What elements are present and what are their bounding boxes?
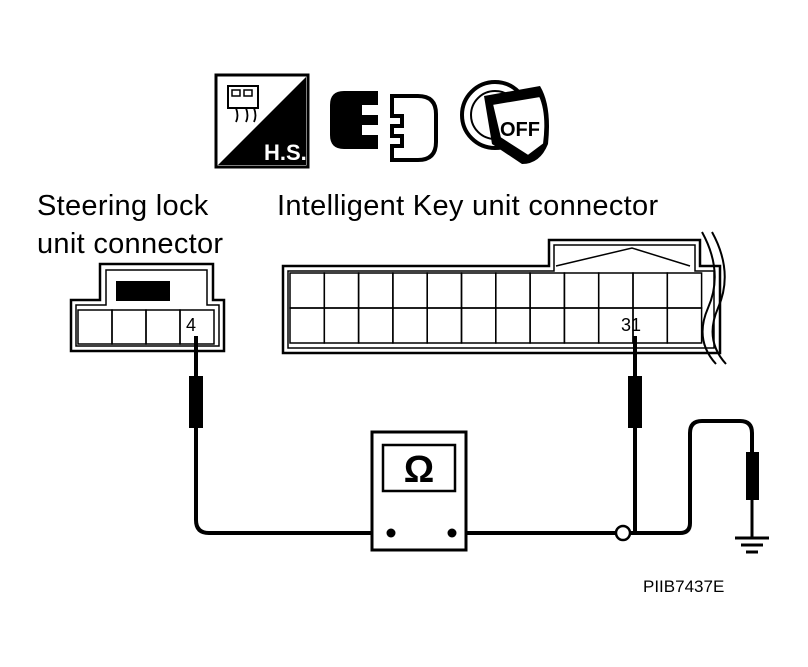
intelligent-key-connector (281, 231, 727, 365)
ignition-off-icon: OFF (460, 80, 549, 164)
steering-pin-number: 4 (186, 315, 197, 335)
steering-lock-label-line1: Steering lock (37, 190, 209, 222)
steering-lock-connector (69, 262, 226, 353)
meter-terminal-right (447, 528, 457, 538)
connector-cavity (666, 307, 703, 344)
off-key-text: OFF (500, 119, 540, 141)
meter-terminal-left (386, 528, 396, 538)
probe-tips (189, 376, 759, 542)
probe-wires (194, 336, 754, 535)
ground-icon (735, 500, 769, 554)
harness-side-icon: H.S. (214, 73, 310, 169)
disconnect-connector-icon (330, 91, 438, 162)
hs-badge-text: H.S. (264, 140, 307, 165)
intelligent-key-label: Intelligent Key unit connector (277, 190, 659, 222)
steering-lock-label-line2: unit connector (37, 228, 224, 260)
key-pin-number: 31 (621, 315, 642, 335)
figure-code: PIIB7437E (643, 577, 725, 596)
ohm-symbol: Ω (404, 449, 434, 491)
ohmmeter: Ω (370, 430, 468, 552)
